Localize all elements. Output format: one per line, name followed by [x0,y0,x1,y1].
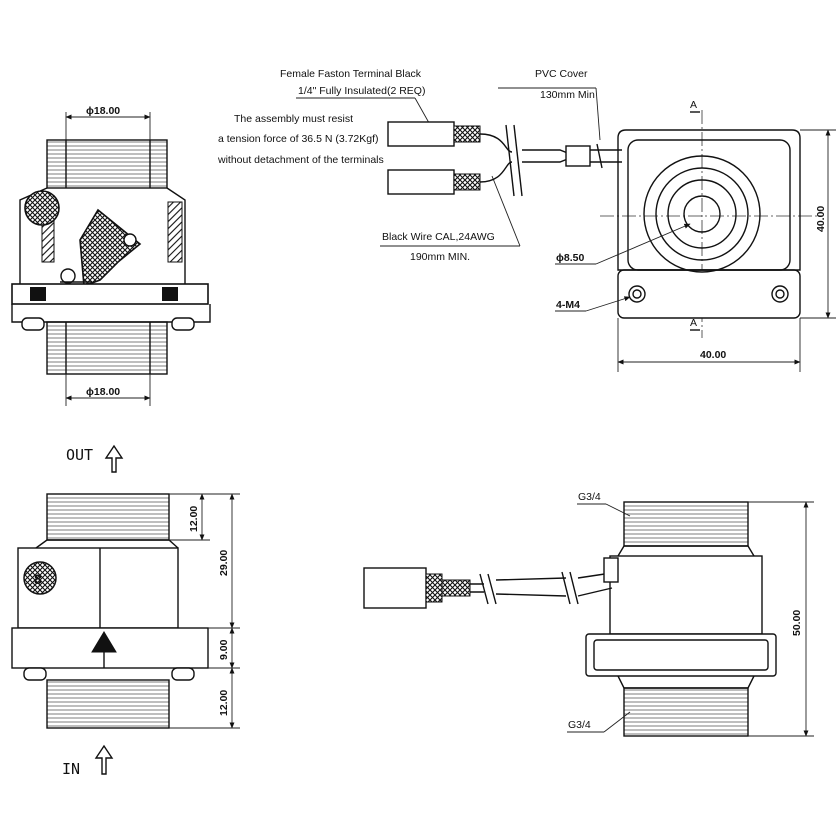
tension-note-line3: without detachment of the terminals [217,154,384,166]
tension-note-line1: The assembly must resist [234,113,353,125]
pvc-label-line2: 130mm Min [540,89,595,101]
section-view: G3/4 G3/4 50.00 [363,491,814,737]
side-flange-dim: 9.00 [218,639,230,660]
top-diameter-label: ϕ18.00 [86,105,120,117]
wiring-annotations: Female Faston Terminal Black 1/4" Fully … [217,68,622,263]
wire-label-line1: Black Wire CAL,24AWG [382,231,495,243]
in-label: IN [62,760,80,778]
wire-label-line2: 190mm MIN. [410,251,470,263]
bottom-diameter-label: ϕ18.00 [86,386,120,398]
svg-text:8: 8 [34,571,42,587]
front-view: A A 40.00 40.00 ϕ8.50 4-M4 [555,99,836,372]
side-view: OUT IN 8 12.00 29.00 9.00 12.00 [11,444,240,778]
pvc-label-line1: PVC Cover [535,68,588,80]
section-a-bottom: A [690,317,697,329]
side-top-thread-dim: 12.00 [188,506,200,532]
front-width-label: 40.00 [700,349,726,361]
faston-label-line2: 1/4" Fully Insulated(2 REQ) [298,85,425,97]
mounting-holes-label: 4-M4 [556,299,580,311]
section-a-top: A [690,99,697,111]
front-height-label: 40.00 [815,206,827,232]
overall-height-label: 50.00 [791,610,803,636]
top-thread-label: G3/4 [578,491,601,503]
tension-note-line2: a tension force of 36.5 N (3.72Kgf) [218,133,379,145]
out-label: OUT [66,446,93,464]
top-left-sectional-view: ϕ18.00 ϕ18.00 [11,105,211,406]
faston-label-line1: Female Faston Terminal Black [280,68,422,80]
side-bottom-thread-dim: 12.00 [218,690,230,716]
bottom-thread-label: G3/4 [568,719,591,731]
bore-diameter-label: ϕ8.50 [556,252,584,264]
side-body-dim: 29.00 [218,550,230,576]
